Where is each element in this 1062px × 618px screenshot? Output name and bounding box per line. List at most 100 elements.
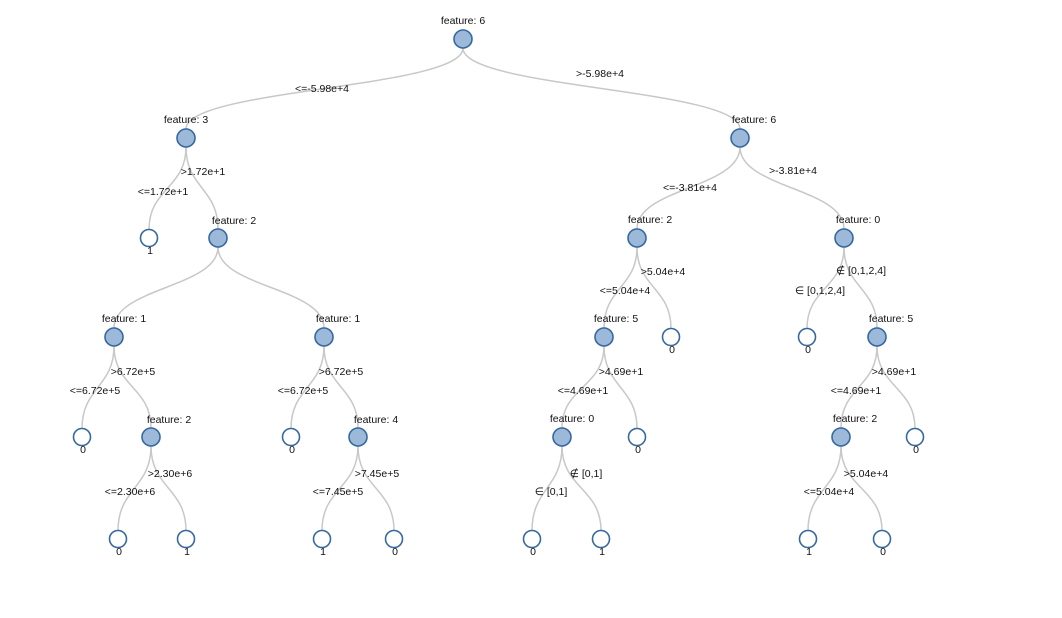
tree-node-internal[interactable]: feature: 2 — [831, 413, 878, 447]
tree-link — [636, 246, 672, 329]
tree-edge-label: >6.72e+5 — [319, 366, 364, 378]
node-circle-leaf[interactable] — [872, 529, 892, 549]
tree-edge-label: >7.45e+5 — [355, 468, 400, 480]
tree-node-internal[interactable]: feature: 4 — [348, 414, 398, 447]
tree-edge-label: ∈ [0,1,2,4] — [795, 285, 845, 297]
tree-node-internal[interactable]: feature: 3 — [164, 114, 209, 148]
tree-node-internal[interactable]: feature: 2 — [627, 214, 673, 248]
tree-link — [807, 445, 842, 531]
node-circle-internal[interactable] — [831, 427, 851, 447]
tree-node-internal[interactable]: feature: 2 — [208, 215, 256, 248]
tree-link — [185, 47, 464, 130]
leaf-class-label: 1 — [184, 546, 190, 558]
node-circle-leaf[interactable] — [312, 529, 332, 549]
node-feature-label: feature: 0 — [836, 214, 881, 226]
node-circle-leaf[interactable] — [905, 427, 925, 447]
node-feature-label: feature: 2 — [147, 414, 192, 426]
node-circle-internal[interactable] — [867, 327, 887, 347]
tree-node-internal[interactable]: feature: 1 — [102, 313, 147, 347]
tree-node-internal[interactable]: feature: 6 — [730, 114, 776, 148]
node-circle-internal[interactable] — [348, 427, 368, 447]
tree-edge-label: <=6.72e+5 — [278, 385, 329, 397]
tree-node-leaf[interactable]: 0 — [384, 529, 404, 559]
tree-link — [531, 445, 563, 531]
tree-node-leaf[interactable]: 1 — [176, 529, 196, 559]
node-circle-internal[interactable] — [314, 327, 334, 347]
tree-node-leaf[interactable]: 0 — [281, 427, 301, 457]
node-circle-internal[interactable] — [627, 228, 647, 248]
node-circle-internal[interactable] — [176, 128, 196, 148]
node-circle-leaf[interactable] — [591, 529, 611, 549]
tree-nodes-layer: feature: 6 feature: 3 1 feature: 2 feature: … — [72, 15, 925, 559]
node-circle-leaf[interactable] — [798, 529, 818, 549]
leaf-class-label: 0 — [913, 444, 919, 456]
tree-node-internal[interactable]: feature: 0 — [550, 413, 595, 447]
tree-node-leaf[interactable]: 0 — [72, 427, 92, 457]
node-circle-leaf[interactable] — [797, 327, 817, 347]
tree-node-internal[interactable]: feature: 5 — [594, 313, 639, 347]
tree-edge-label: <=7.45e+5 — [313, 486, 364, 498]
tree-edge-label: >2.30e+6 — [148, 468, 193, 480]
node-circle-leaf[interactable] — [72, 427, 92, 447]
node-circle-leaf[interactable] — [627, 427, 647, 447]
node-circle-internal[interactable] — [834, 228, 854, 248]
tree-node-leaf[interactable]: 1 — [591, 529, 611, 559]
node-feature-label: feature: 2 — [833, 413, 878, 425]
tree-edge-label: <=4.69e+1 — [558, 385, 609, 397]
tree-node-leaf[interactable]: 0 — [108, 529, 128, 559]
tree-edge-label: ∈ [0,1] — [535, 486, 568, 498]
node-feature-label: feature: 0 — [550, 413, 595, 425]
tree-node-leaf[interactable]: 0 — [522, 529, 542, 559]
tree-link — [150, 445, 187, 531]
tree-edge-label: >1.72e+1 — [181, 166, 226, 178]
leaf-class-label: 0 — [635, 444, 641, 456]
node-feature-label: feature: 2 — [628, 214, 673, 226]
leaf-class-label: 0 — [880, 546, 886, 558]
tree-edge-label: <=6.72e+5 — [70, 385, 121, 397]
leaf-class-label: 0 — [80, 444, 86, 456]
leaf-class-label: 0 — [289, 444, 295, 456]
node-circle-leaf[interactable] — [176, 529, 196, 549]
leaf-class-label: 1 — [147, 245, 153, 257]
tree-node-leaf[interactable]: 0 — [905, 427, 925, 457]
tree-link — [357, 445, 395, 531]
node-circle-leaf[interactable] — [281, 427, 301, 447]
tree-node-internal[interactable]: feature: 2 — [141, 414, 192, 447]
tree-node-internal[interactable]: feature: 0 — [834, 214, 881, 248]
node-circle-leaf[interactable] — [108, 529, 128, 549]
tree-link — [840, 445, 883, 531]
node-circle-leaf[interactable] — [522, 529, 542, 549]
tree-edge-label: <=5.04e+4 — [600, 285, 651, 297]
tree-node-internal[interactable]: feature: 5 — [867, 313, 913, 347]
node-circle-internal[interactable] — [104, 327, 124, 347]
node-circle-internal[interactable] — [594, 327, 614, 347]
tree-link — [561, 445, 602, 531]
tree-node-internal[interactable]: feature: 1 — [314, 313, 360, 347]
tree-node-leaf[interactable]: 1 — [139, 228, 159, 258]
node-circle-internal[interactable] — [141, 427, 161, 447]
leaf-class-label: 0 — [530, 546, 536, 558]
tree-node-leaf[interactable]: 1 — [312, 529, 332, 559]
tree-node-leaf[interactable]: 0 — [797, 327, 817, 357]
node-circle-internal[interactable] — [453, 29, 473, 49]
tree-node-leaf[interactable]: 1 — [798, 529, 818, 559]
tree-edge-label: >5.04e+4 — [844, 468, 889, 480]
tree-node-leaf[interactable]: 0 — [627, 427, 647, 457]
node-circle-internal[interactable] — [552, 427, 572, 447]
tree-link — [843, 246, 878, 329]
node-feature-label: feature: 1 — [102, 313, 147, 325]
tree-node-leaf[interactable]: 0 — [872, 529, 892, 559]
tree-node-leaf[interactable]: 0 — [661, 327, 681, 357]
tree-edge-label: >4.69e+1 — [599, 366, 644, 378]
node-circle-leaf[interactable] — [139, 228, 159, 248]
node-circle-internal[interactable] — [208, 228, 228, 248]
tree-edge-labels-layer: <=-5.98e+4>-5.98e+4<=1.72e+1>1.72e+1<=6.… — [70, 68, 917, 498]
node-circle-internal[interactable] — [730, 128, 750, 148]
node-circle-leaf[interactable] — [661, 327, 681, 347]
tree-node-internal[interactable]: feature: 6 — [441, 15, 486, 49]
tree-link — [840, 345, 878, 429]
node-circle-leaf[interactable] — [384, 529, 404, 549]
tree-link — [290, 345, 325, 429]
tree-links-layer — [81, 47, 916, 531]
